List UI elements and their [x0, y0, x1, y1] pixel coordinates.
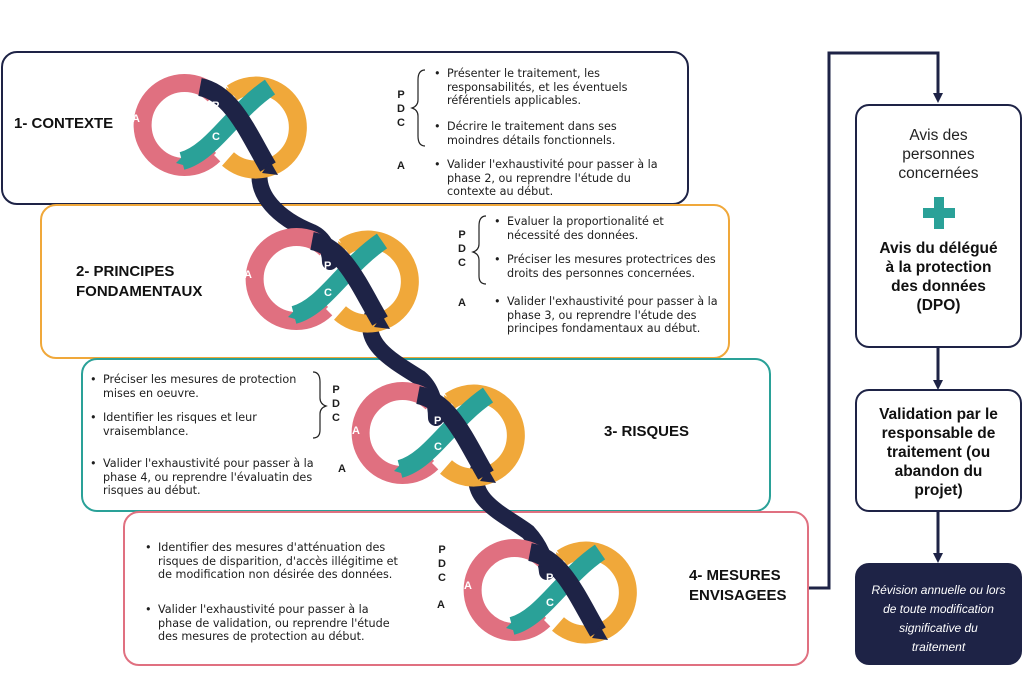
- list-item: Préciser les mesures protectrices des dr…: [494, 253, 731, 280]
- opinion-line: Avis des: [909, 127, 968, 144]
- phase-title-line: ENVISAGEES: [689, 587, 787, 604]
- brace-1: [410, 69, 426, 147]
- phase-3-title: 3- RISQUES: [604, 422, 689, 442]
- opinion-line: concernées: [898, 165, 979, 182]
- list-item: Evaluer la proportionalité et nécessité …: [494, 215, 707, 242]
- loop-letter-p: P: [434, 415, 442, 427]
- validation-box: Validation par le responsable de traitem…: [855, 389, 1022, 512]
- list-item: Valider l'exhaustivité pour passer à la …: [145, 603, 403, 644]
- brace-2: [471, 215, 487, 285]
- phase-title-line: 3- RISQUES: [604, 423, 690, 440]
- pdc-letter: P: [438, 544, 446, 556]
- phase-2-title: 2- PRINCIPES FONDAMENTAUX: [76, 262, 202, 302]
- flow-connector: [809, 51, 943, 590]
- loop-letter-d: D: [424, 275, 432, 287]
- pdc-letter: C: [332, 412, 340, 424]
- validation-line: projet): [914, 482, 963, 499]
- pdc-letter: P: [458, 229, 466, 241]
- dpo-opinion: Avis du délégué à la protection des donn…: [857, 239, 1020, 315]
- loop-letter-c: C: [434, 441, 442, 453]
- pdc-letter: D: [397, 103, 405, 115]
- stakeholders-opinion: Avis des personnes concernées: [857, 126, 1020, 183]
- pdca-loop-1: [133, 74, 307, 179]
- pdc-label-4: P D C: [436, 543, 448, 585]
- pdca-loop-3: [351, 382, 525, 487]
- opinion-line: personnes: [902, 146, 975, 163]
- pdc-letter: D: [438, 558, 446, 570]
- pdc-letter: C: [397, 117, 405, 129]
- a-label-1: A: [397, 160, 405, 172]
- loop-letter-a: A: [244, 269, 252, 281]
- phase-4-title: 4- MESURES ENVISAGEES: [689, 566, 787, 606]
- pdc-letter: C: [458, 257, 466, 269]
- revision-box: Révision annuelle ou lors de toute modif…: [855, 563, 1022, 665]
- loop-letter-d: D: [645, 585, 653, 597]
- pdc-letter: P: [397, 89, 405, 101]
- dpo-line: Avis du délégué: [879, 240, 998, 257]
- phase-1-title: 1- CONTEXTE: [14, 114, 113, 134]
- pdc-letter: P: [332, 384, 340, 396]
- revision-line: Révision annuelle ou lors: [871, 583, 1006, 597]
- list-item: Identifier des mesures d'atténuation des…: [145, 541, 413, 582]
- list-item: Présenter le traitement, les responsabil…: [434, 67, 667, 108]
- pdca-loop-4: [463, 539, 637, 644]
- pdc-label-1: P D C: [395, 88, 407, 130]
- loop-letter-d: D: [534, 430, 542, 442]
- list-item: Valider l'exhaustivité pour passer à la …: [90, 457, 328, 498]
- list-item: Valider l'exhaustivité pour passer à la …: [434, 158, 672, 199]
- validation-line: traitement (ou: [886, 444, 991, 461]
- opinion-box: Avis des personnes concernées Avis du dé…: [855, 104, 1022, 348]
- phase-title-line: 1- CONTEXTE: [14, 115, 114, 132]
- loop-letter-a: A: [464, 580, 472, 592]
- a-label-3: A: [338, 463, 346, 475]
- brace-3: [312, 371, 328, 439]
- dpo-line: (DPO): [916, 297, 961, 314]
- loop-letter-a: A: [352, 425, 360, 437]
- pdca-loop-2: [245, 228, 419, 333]
- pdc-letter: D: [332, 398, 340, 410]
- revision-line: significative du: [899, 621, 978, 635]
- plus-icon: [922, 197, 955, 229]
- dpo-line: à la protection: [885, 259, 992, 276]
- a-label-4: A: [437, 599, 445, 611]
- loop-letter-p: P: [546, 572, 554, 584]
- validation-line: abandon du: [894, 463, 983, 480]
- loop-letter-c: C: [546, 597, 554, 609]
- phase-title-line: 2- PRINCIPES: [76, 263, 175, 280]
- loop-letter-p: P: [212, 100, 220, 112]
- loop-letter-d: D: [313, 120, 321, 132]
- pdc-label-3: P D C: [330, 383, 342, 425]
- phase-title-line: FONDAMENTAUX: [76, 283, 203, 300]
- dpo-line: des données: [891, 278, 986, 295]
- pdc-letter: D: [458, 243, 466, 255]
- loop-letter-c: C: [324, 287, 332, 299]
- list-item: Préciser les mesures de protection mises…: [90, 373, 318, 400]
- pdc-letter: C: [438, 572, 446, 584]
- loop-letter-p: P: [324, 260, 332, 272]
- revision-line: traitement: [911, 640, 966, 654]
- loop-letter-c: C: [212, 131, 220, 143]
- loop-letter-a: A: [132, 113, 140, 125]
- list-item: Valider l'exhaustivité pour passer à la …: [494, 295, 725, 336]
- revision-line: de toute modification: [883, 602, 994, 616]
- pdc-label-2: P D C: [456, 228, 468, 270]
- validation-line: Validation par le: [879, 406, 998, 423]
- a-label-2: A: [458, 297, 466, 309]
- validation-line: responsable de: [881, 425, 996, 442]
- phase-title-line: 4- MESURES: [689, 567, 781, 584]
- list-item: Identifier les risques et leur vraisembl…: [90, 411, 293, 438]
- list-item: Décrire le traitement dans ses moindres …: [434, 120, 647, 147]
